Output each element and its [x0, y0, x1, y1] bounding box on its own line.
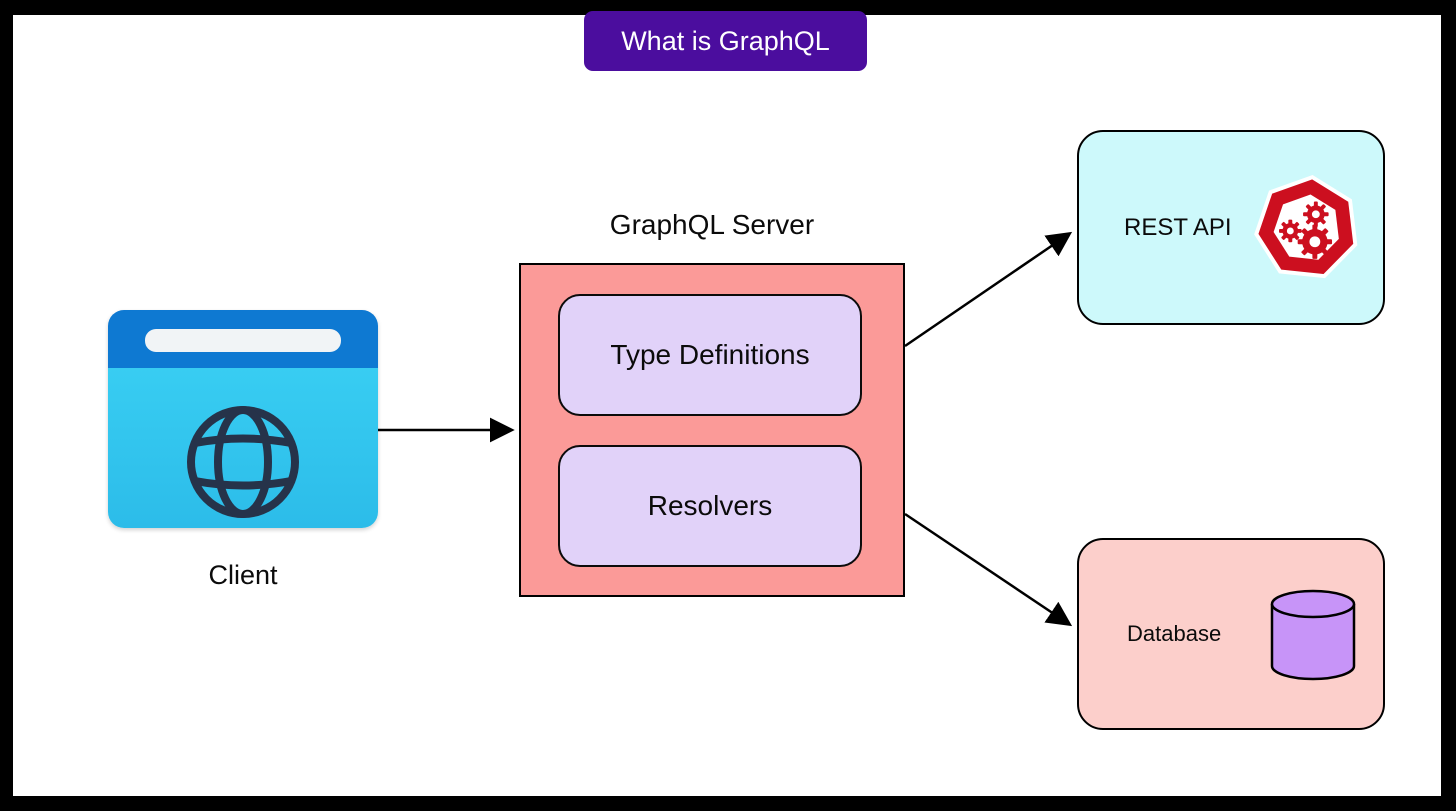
database-node: Database: [1077, 538, 1385, 730]
rest-api-label: REST API: [1124, 213, 1232, 241]
graphql-server-box: Type Definitions Resolvers: [519, 263, 905, 597]
type-definitions-box: Type Definitions: [558, 294, 862, 416]
database-cylinder-icon: [1270, 589, 1356, 681]
globe-icon: [187, 406, 299, 518]
browser-icon: [108, 310, 378, 528]
resolvers-box: Resolvers: [558, 445, 862, 567]
rest-api-node: REST API: [1077, 130, 1385, 325]
type-definitions-label: Type Definitions: [610, 339, 810, 370]
browser-address-bar: [145, 329, 341, 352]
resolvers-label: Resolvers: [647, 490, 773, 521]
database-label: Database: [1127, 621, 1222, 646]
browser-viewport: [108, 368, 378, 528]
gear-icon: [1297, 224, 1333, 259]
title-banner: What is GraphQL: [584, 11, 867, 71]
graphql-server-title: GraphQL Server: [609, 209, 815, 240]
client-label: Client: [208, 560, 278, 590]
gear-icon: [1303, 201, 1329, 228]
title-banner-label: What is GraphQL: [621, 25, 830, 56]
browser-titlebar: [108, 310, 378, 368]
gear-icon: [1279, 219, 1302, 243]
api-heptagon-gears-icon: [1254, 175, 1358, 279]
